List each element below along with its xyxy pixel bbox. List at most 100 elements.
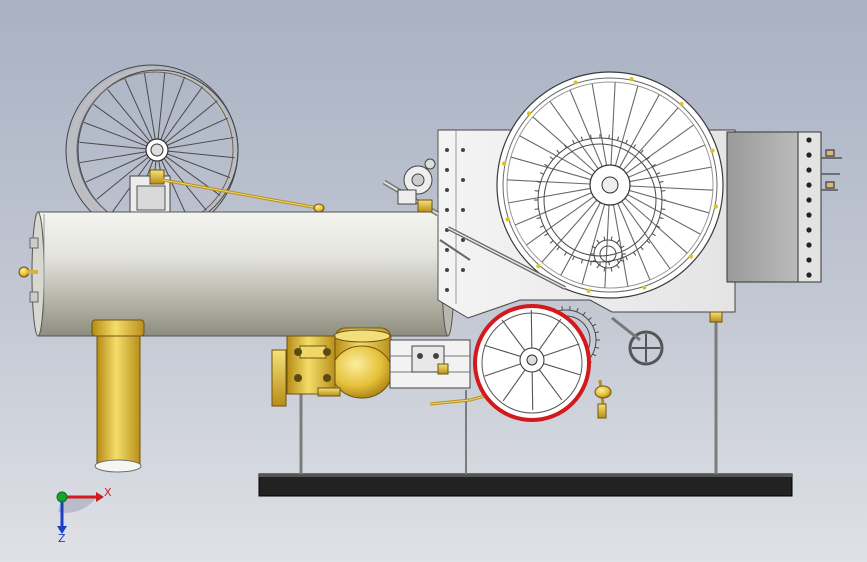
rivet: [806, 227, 812, 233]
gear-tooth: [640, 246, 644, 251]
rim-marker: [573, 80, 578, 85]
rivet: [445, 168, 449, 172]
rim-marker: [679, 101, 684, 107]
governor-assembly[interactable]: [382, 158, 440, 217]
gear-tooth: [582, 311, 586, 316]
wheel-spoke: [614, 85, 639, 166]
boiler-barrel[interactable]: [18, 211, 455, 337]
gear-tooth: [572, 256, 575, 261]
rivet: [806, 152, 812, 158]
rivet: [461, 208, 465, 212]
gear-tooth: [620, 259, 625, 263]
gear-tooth: [661, 208, 666, 210]
wheel-spoke: [619, 94, 660, 168]
gear-tooth: [656, 172, 661, 175]
crosshead-slide[interactable]: [389, 339, 471, 389]
gear-tooth: [616, 264, 620, 269]
steering-rod[interactable]: [162, 178, 325, 213]
water-pump[interactable]: [271, 335, 341, 407]
gear-tooth: [588, 317, 592, 321]
flywheel[interactable]: [496, 71, 724, 299]
rim-marker: [710, 148, 715, 153]
rim-marker: [713, 204, 719, 209]
front-wheel-selected[interactable]: [473, 304, 591, 422]
gear-tooth: [549, 156, 554, 160]
wheel-spoke: [502, 369, 526, 402]
rim-marker: [536, 263, 541, 269]
gear-tooth: [656, 225, 661, 228]
tank-fittings[interactable]: [821, 149, 842, 191]
wheel-spoke: [569, 89, 603, 167]
wheel-spoke: [629, 185, 713, 191]
rivet: [806, 272, 812, 278]
gear-tooth: [572, 139, 575, 144]
wheel-spoke: [164, 100, 218, 145]
wheel-spoke: [507, 179, 591, 185]
water-tank[interactable]: [726, 131, 842, 283]
gear-tooth: [603, 236, 606, 241]
gear-tooth: [556, 246, 560, 251]
gear-tooth: [592, 323, 597, 327]
cylinder-dome[interactable]: [331, 327, 393, 399]
triad-y-axis: [56, 491, 68, 503]
rivet: [445, 148, 449, 152]
wheel-spoke: [79, 151, 148, 164]
wheel-spoke: [628, 144, 706, 178]
wheel-spoke: [510, 156, 591, 181]
gear-tooth: [549, 240, 554, 244]
chimney[interactable]: [91, 319, 145, 473]
gear-tooth: [633, 251, 637, 256]
gear-tooth: [591, 245, 596, 249]
rim-marker: [501, 161, 507, 166]
gear-tooth: [539, 172, 544, 175]
gear-tooth: [556, 149, 560, 154]
wheel-spoke: [591, 83, 608, 166]
gear-tooth: [544, 163, 549, 167]
wheel-spoke: [93, 104, 150, 145]
wheel-spoke: [166, 136, 235, 149]
gear-tooth: [595, 346, 600, 349]
wheel-spoke: [549, 101, 599, 170]
wheel-spoke: [157, 72, 166, 141]
gear-tooth: [590, 261, 592, 266]
wheel-spoke: [165, 117, 229, 147]
gear-tooth: [625, 139, 628, 144]
gear-tooth: [659, 216, 664, 220]
gear-tooth: [596, 239, 600, 244]
wheel-spoke: [85, 153, 149, 183]
wheel-spoke: [530, 309, 533, 349]
rivet: [445, 208, 449, 212]
gear-tooth: [536, 180, 541, 184]
gear-tooth: [620, 245, 625, 249]
wheel-spoke: [162, 86, 203, 143]
view-orientation-triad[interactable]: X Z: [56, 486, 112, 545]
rim-marker: [526, 111, 532, 116]
rivet: [806, 137, 812, 143]
hand-wheel[interactable]: [611, 316, 664, 366]
wheel-spoke: [629, 189, 710, 214]
rim-marker: [642, 285, 647, 290]
rivet: [461, 238, 465, 242]
wheel-spoke: [143, 72, 156, 141]
leg-caps[interactable]: [709, 311, 723, 323]
wheel-spoke: [543, 343, 580, 357]
connecting-rod[interactable]: [439, 226, 566, 290]
base-plate[interactable]: [258, 473, 793, 497]
gear-tooth: [580, 136, 584, 141]
rim-marker: [629, 76, 634, 82]
wheel-spoke: [629, 166, 712, 183]
gear-tooth: [595, 331, 600, 334]
wheel-spoke: [124, 78, 154, 142]
gear-tooth: [625, 256, 628, 261]
wheel-spoke: [627, 194, 701, 235]
wheel-spoke: [610, 82, 616, 166]
rivet: [445, 248, 449, 252]
triad-x-label: X: [104, 486, 112, 499]
wheel-spoke: [612, 204, 629, 287]
wheel-spoke: [484, 363, 521, 377]
wheel-spoke: [560, 202, 601, 276]
gear-tooth: [603, 267, 606, 272]
gear-tooth: [592, 353, 597, 357]
